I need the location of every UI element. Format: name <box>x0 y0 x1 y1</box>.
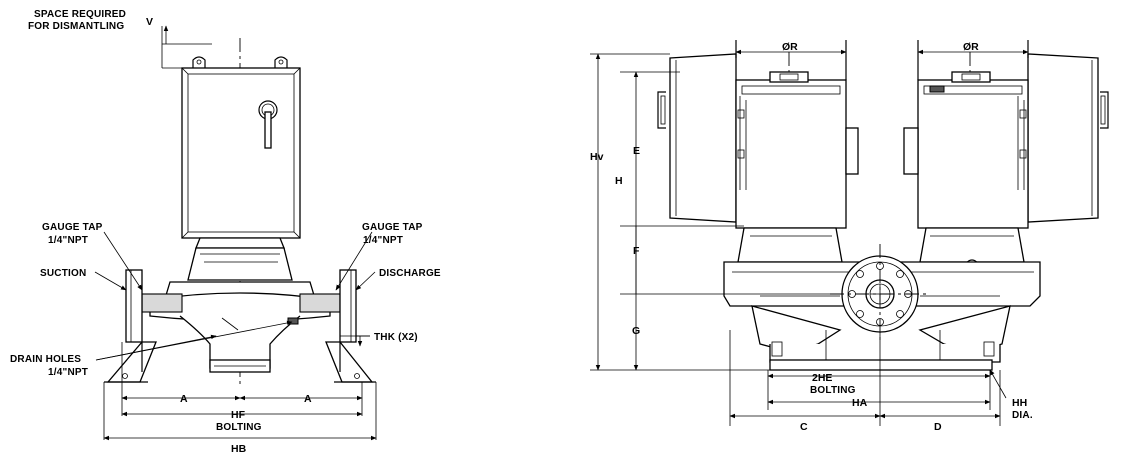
bolting-label-right: BOLTING <box>810 385 856 396</box>
gauge-tap-left-size: 1/4"NPT <box>48 235 88 246</box>
right-view-motor-right <box>903 40 1109 229</box>
dim-h: H <box>615 175 623 187</box>
dim-hb: HB <box>231 443 247 455</box>
gauge-tap-right-size: 1/4"NPT <box>363 235 403 246</box>
dim-f: F <box>633 245 640 257</box>
bolting-label-left: BOLTING <box>216 422 262 433</box>
gauge-tap-left-label: GAUGE TAP <box>42 222 103 233</box>
dim-a-left: A <box>180 393 188 405</box>
discharge-flange <box>339 269 357 343</box>
dim-hv: Hv <box>590 151 604 163</box>
dim-r-left: ØR <box>782 41 798 53</box>
dia-label: DIA. <box>1012 410 1033 421</box>
thk-label: THK (X2) <box>374 332 418 343</box>
dim-g: G <box>632 325 640 337</box>
right-pump-view: ØR ØR Hv H E F G 2HE BOLTING HA C D HH D… <box>590 40 1109 433</box>
dim-e: E <box>633 145 640 157</box>
dim-2he: 2HE <box>812 372 832 384</box>
drain-holes-size: 1/4"NPT <box>48 367 88 378</box>
dim-v: V <box>146 16 153 28</box>
gauge-tap-right-label: GAUGE TAP <box>362 222 423 233</box>
toggle-lever-icon <box>258 100 278 149</box>
dim-a-right: A <box>304 393 312 405</box>
dim-hf: HF <box>231 409 246 421</box>
drain-holes-label: DRAIN HOLES <box>10 354 81 365</box>
space-required-label: SPACE REQUIRED <box>34 9 126 20</box>
dim-r-right: ØR <box>963 41 979 53</box>
left-pump-view: SPACE REQUIRED FOR DISMANTLING V GAUGE T… <box>10 9 441 455</box>
discharge-label: DISCHARGE <box>379 268 441 279</box>
for-dismantling-label: FOR DISMANTLING <box>28 21 124 32</box>
suction-flange <box>125 269 143 343</box>
center-flange <box>830 244 930 344</box>
left-pump-casing <box>141 281 341 373</box>
dim-hh: HH <box>1012 397 1027 409</box>
dim-ha: HA <box>852 397 868 409</box>
motor-housing <box>181 67 301 239</box>
suction-label: SUCTION <box>40 268 86 279</box>
left-motor <box>181 56 301 239</box>
dim-d: D <box>934 421 942 433</box>
right-view-motor-left <box>657 40 859 229</box>
dim-c: C <box>800 421 808 433</box>
